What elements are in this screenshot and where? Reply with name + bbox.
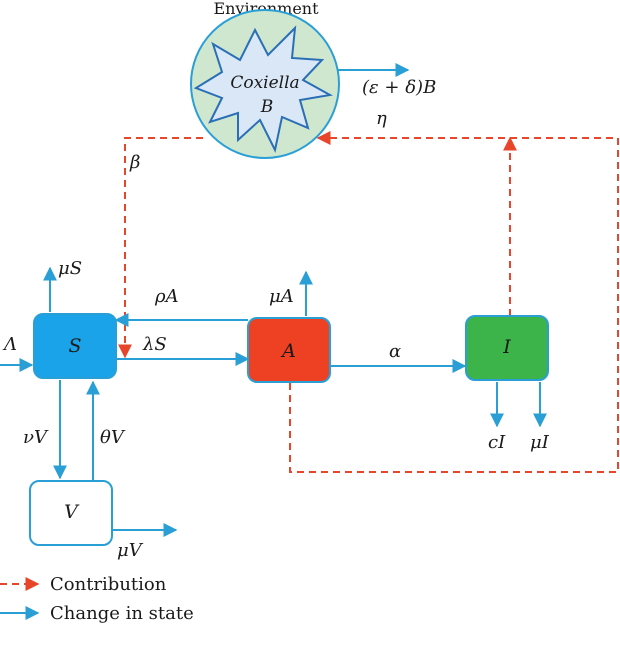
compartment-i	[465, 315, 549, 381]
pathogen-name: Coxiella	[230, 73, 299, 93]
rho-a-label: ρA	[154, 286, 179, 307]
decay-rate-label: (ε + δ)B	[362, 77, 436, 98]
recruitment-label: Λ	[2, 334, 17, 355]
nu-v-label: νV	[23, 427, 49, 448]
compartment-v-label: V	[64, 501, 80, 523]
mu-s-label: μS	[58, 258, 82, 279]
compartment-i-label: I	[502, 336, 511, 358]
beta-label: β	[129, 152, 140, 173]
c-i-label: cI	[488, 432, 506, 453]
pathogen-label: B	[260, 97, 274, 117]
beta-contribution-arrow	[118, 137, 203, 359]
legend-change: Change in state	[50, 603, 194, 624]
lambda-s-label: λS	[142, 334, 167, 355]
eta-label: η	[376, 108, 387, 129]
asymptomatic-shedding-arrow	[289, 131, 619, 473]
coxiella-star-icon	[193, 25, 333, 154]
mu-i-label: μI	[530, 432, 550, 453]
alpha-label: α	[389, 341, 401, 362]
compartment-a	[247, 317, 331, 383]
compartment-s	[33, 313, 117, 379]
compartment-v	[29, 480, 113, 546]
mu-a-label: μA	[269, 286, 294, 307]
legend-contribution: Contribution	[50, 574, 167, 595]
compartment-a-label: A	[280, 340, 296, 362]
compartment-s-label: S	[68, 335, 81, 357]
mu-v-label: μV	[117, 540, 144, 561]
theta-v-label: θV	[100, 427, 126, 448]
